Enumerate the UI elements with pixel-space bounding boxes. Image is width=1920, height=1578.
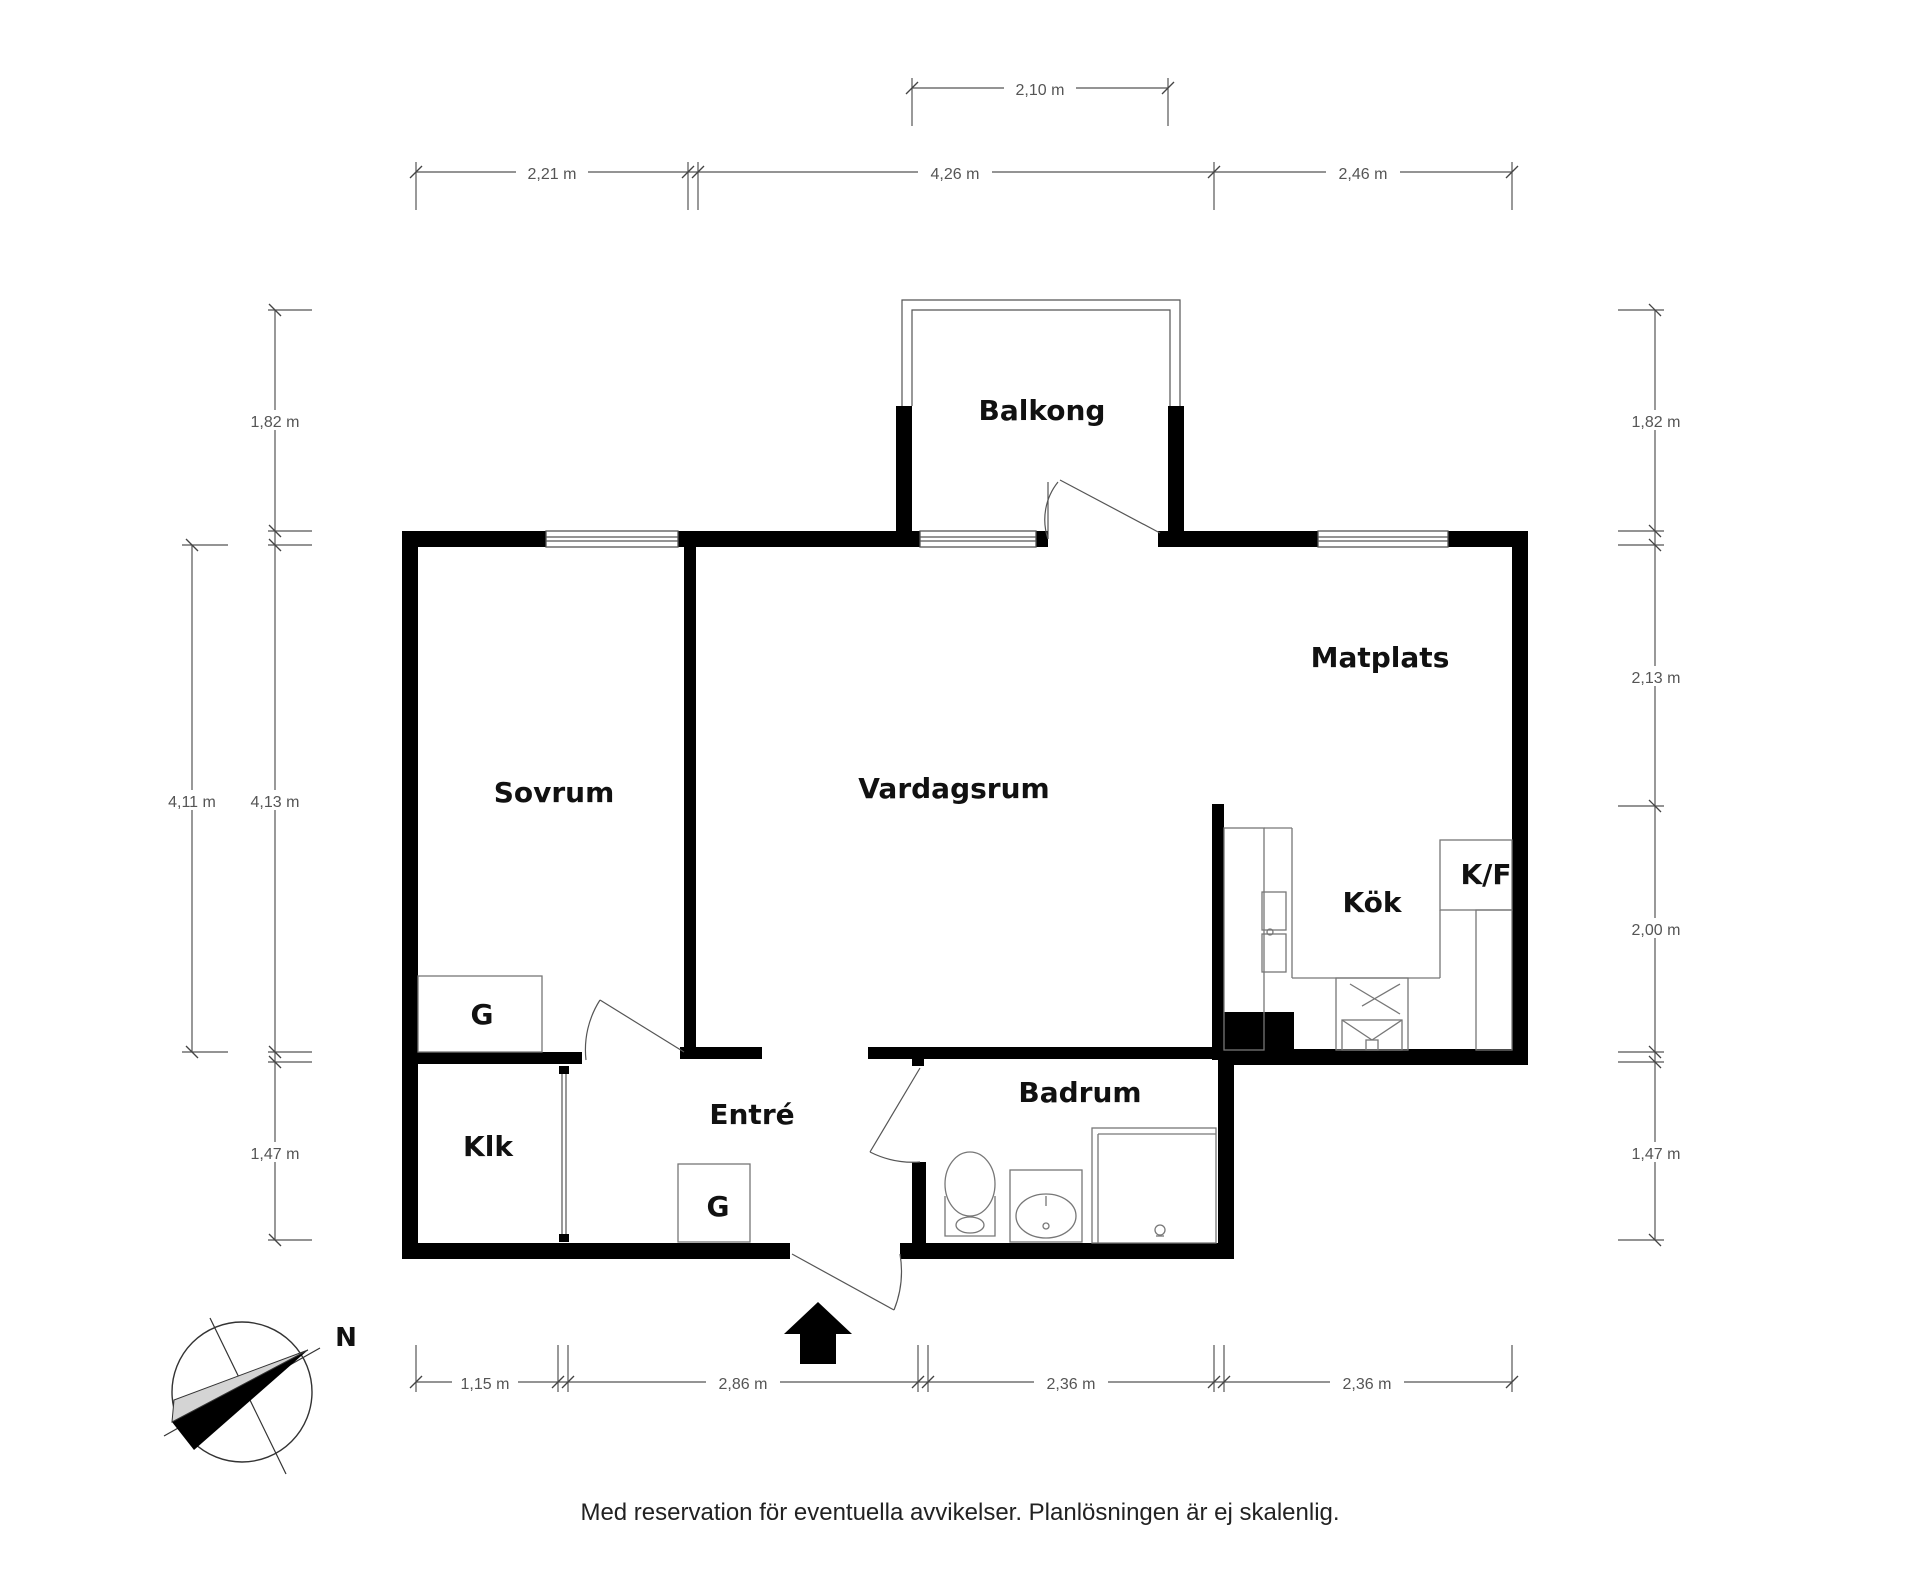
room-label-sovrum: Sovrum — [494, 776, 615, 809]
entrance-arrow-icon — [784, 1302, 852, 1364]
walls — [402, 531, 1528, 1259]
dim-top-middle: 4,26 m — [931, 166, 980, 183]
room-label-kf: K/F — [1460, 858, 1511, 891]
dim-bottom-3: 2,36 m — [1047, 1376, 1096, 1393]
dim-top-right: 2,46 m — [1339, 166, 1388, 183]
room-label-g-sovrum: G — [471, 998, 494, 1031]
room-label-klk: Klk — [463, 1130, 514, 1163]
doors — [559, 479, 1161, 1311]
stove-icon — [1335, 977, 1409, 1051]
dim-top-balcony: 2,10 m — [1016, 82, 1065, 99]
dim-bottom-2: 2,86 m — [719, 1376, 768, 1393]
compass-north-label: N — [335, 1323, 357, 1353]
wardrobe-entre — [677, 1163, 751, 1243]
dimension-labels: 2,10 m 2,21 m 4,26 m 2,46 m 1,82 m 4,11 … — [160, 78, 1692, 1393]
room-label-kok: Kök — [1342, 886, 1402, 919]
dim-top-left: 2,21 m — [528, 166, 577, 183]
dim-left-bottom: 1,47 m — [251, 1146, 300, 1163]
dim-bottom-4: 2,36 m — [1343, 1376, 1392, 1393]
room-label-badrum: Badrum — [1018, 1076, 1141, 1109]
dim-right-bottom: 1,47 m — [1632, 1146, 1681, 1163]
room-label-matplats: Matplats — [1311, 641, 1450, 674]
room-label-g-entre: G — [707, 1190, 730, 1223]
sink-icon — [1261, 891, 1287, 931]
dim-right-lower: 2,00 m — [1632, 922, 1681, 939]
disclaimer-text: Med reservation för eventuella avvikelse… — [580, 1499, 1339, 1526]
kitchen-counter-left — [1223, 827, 1265, 1051]
wardrobe-sovrum — [417, 975, 543, 1053]
dim-left-balcony: 1,82 m — [251, 414, 300, 431]
compass-icon: N — [163, 1317, 357, 1475]
room-label-entre: Entré — [709, 1098, 794, 1131]
dim-left-outer: 4,11 m — [168, 794, 216, 811]
dim-bottom-1: 1,15 m — [461, 1376, 510, 1393]
room-labels: Balkong Matplats Sovrum Vardagsrum Kök K… — [463, 394, 1511, 1223]
washbasin-icon — [1009, 1169, 1083, 1243]
shower-icon — [1091, 1127, 1217, 1244]
toilet-icon — [944, 1151, 996, 1237]
balcony — [896, 299, 1184, 532]
fixtures — [417, 827, 1513, 1244]
dim-right-upper: 2,13 m — [1632, 670, 1681, 687]
room-label-balkong: Balkong — [979, 394, 1106, 427]
windows — [545, 530, 1449, 548]
dim-right-balcony: 1,82 m — [1632, 414, 1681, 431]
room-label-vardagsrum: Vardagsrum — [858, 772, 1049, 805]
dim-left-inner: 4,13 m — [251, 794, 300, 811]
